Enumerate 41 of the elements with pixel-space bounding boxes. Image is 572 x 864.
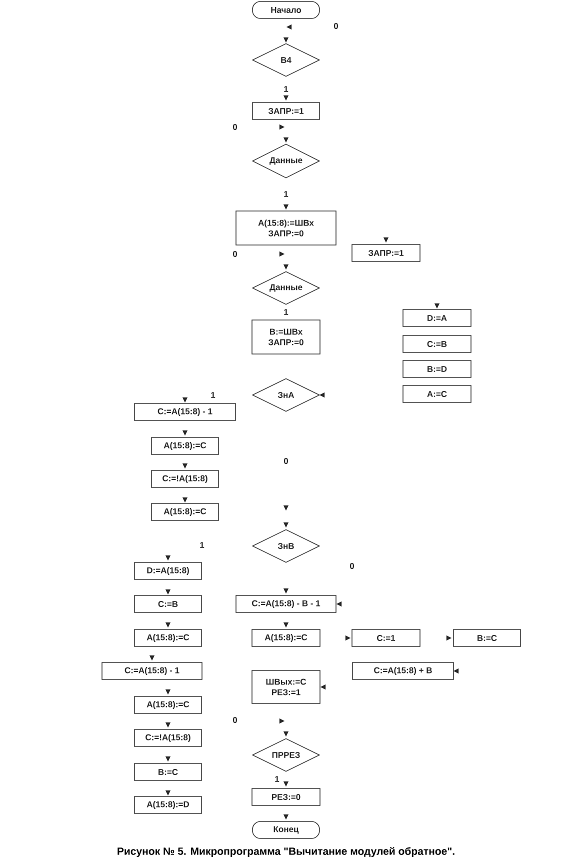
branch-label: 1: [275, 776, 280, 782]
branch-label: 1: [284, 191, 288, 197]
process-box: ЗАПР:=1: [352, 244, 420, 262]
process-box: ШВых:=С РЕЗ:=1: [252, 670, 320, 704]
process-box: C:=1: [352, 629, 420, 647]
process-box: A(15:8):=C: [252, 629, 320, 647]
process-box: A:=C: [402, 385, 472, 403]
process-box: ЗАПР:=1: [252, 102, 320, 120]
process-box: A(15:8):=D: [134, 796, 202, 814]
caption: Рисунок № 5. Микропрограмма "Вычитание модулей обратное".: [118, 847, 454, 857]
process-box: C:=!A(15:8): [134, 729, 202, 747]
process-box: C:=!A(15:8): [151, 470, 219, 488]
terminal-box: Конец: [252, 821, 320, 839]
process-box: B:=C: [453, 629, 521, 647]
branch-label: 0: [232, 124, 237, 130]
process-box: C:=A(15:8) - 1: [134, 403, 236, 421]
branch-label: 0: [284, 458, 288, 464]
process-box: D:=A: [402, 309, 472, 327]
process-box: C:=A(15:8) - B - 1: [236, 595, 336, 613]
process-box: C:=A(15:8) + B: [352, 662, 454, 680]
process-box: РЕЗ:=0: [252, 788, 320, 806]
branch-label: 0: [232, 717, 237, 723]
process-box: A(15:8):=C: [134, 696, 202, 714]
process-box: B:=C: [134, 763, 202, 781]
branch-label: 1: [284, 86, 288, 92]
process-box: A(15:8):=C: [151, 503, 219, 521]
branch-label: 1: [200, 542, 204, 548]
branch-label: 1: [284, 309, 288, 315]
process-box: A(15:8):=ШВх ЗАПР:=0: [236, 210, 336, 246]
process-box: C:=A(15:8) - 1: [102, 662, 202, 680]
branch-label: 0: [232, 251, 237, 257]
process-box: D:=A(15:8): [134, 562, 202, 580]
process-box: B:=D: [402, 360, 472, 378]
process-box: A(15:8):=C: [134, 629, 202, 647]
process-box: A(15:8):=C: [151, 437, 219, 455]
process-box: C:=B: [134, 595, 202, 613]
terminal-box: Начало: [252, 1, 320, 19]
branch-label: 0: [334, 23, 338, 29]
process-box: B:=ШВх ЗАПР:=0: [252, 320, 320, 354]
branch-label: 0: [350, 563, 354, 569]
process-box: C:=B: [402, 335, 472, 353]
